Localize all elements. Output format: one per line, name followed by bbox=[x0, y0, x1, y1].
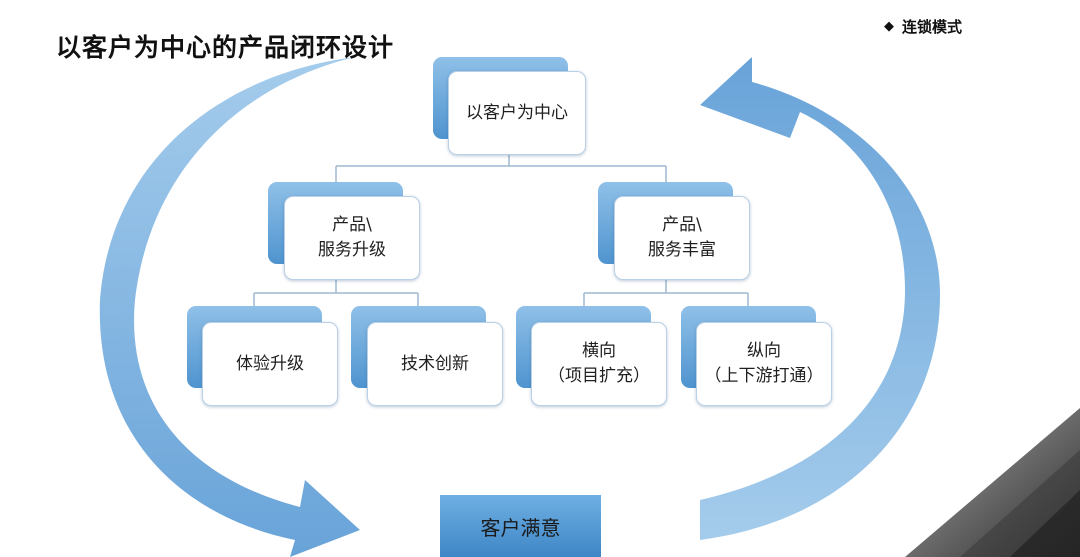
tree-connectors bbox=[253, 155, 749, 306]
mode-tag: ◆ 连锁模式 bbox=[884, 16, 962, 37]
cycle-arrow-right bbox=[700, 57, 940, 540]
cycle-arrow-left bbox=[99, 57, 360, 557]
customer-satisfaction-box: 客户满意 bbox=[440, 495, 601, 557]
corner-photo bbox=[905, 408, 1080, 557]
node-product-enrich-line2: 服务丰富 bbox=[648, 240, 716, 260]
node-product-upgrade: 产品\ 服务升级 bbox=[268, 182, 423, 282]
page-title: 以客户为中心的产品闭环设计 bbox=[56, 33, 395, 62]
node-horizontal-line2: （项目扩充） bbox=[548, 366, 650, 386]
customer-satisfaction-label: 客户满意 bbox=[480, 515, 561, 540]
node-product-upgrade-line2: 服务升级 bbox=[318, 240, 386, 260]
node-horizontal: 横向 （项目扩充） bbox=[516, 306, 671, 408]
node-vertical-line2: （上下游打通） bbox=[704, 366, 824, 386]
mode-tag-label: 连锁模式 bbox=[902, 18, 963, 36]
node-product-enrich: 产品\ 服务丰富 bbox=[598, 182, 753, 282]
node-vertical-line1: 纵向 bbox=[747, 341, 781, 361]
node-experience-upgrade-line1: 体验升级 bbox=[236, 353, 304, 374]
diamond-bullet-icon: ◆ bbox=[884, 19, 894, 34]
node-experience-upgrade: 体验升级 bbox=[187, 306, 342, 408]
node-vertical: 纵向 （上下游打通） bbox=[681, 306, 836, 408]
node-horizontal-line1: 横向 bbox=[582, 341, 616, 361]
node-tech-innovation: 技术创新 bbox=[351, 306, 506, 408]
node-product-enrich-line1: 产品\ bbox=[662, 215, 702, 235]
node-tech-innovation-line1: 技术创新 bbox=[401, 353, 469, 374]
node-root-line1: 以客户为中心 bbox=[466, 102, 568, 123]
node-root: 以客户为中心 bbox=[433, 57, 588, 157]
node-product-upgrade-line1: 产品\ bbox=[332, 215, 372, 235]
